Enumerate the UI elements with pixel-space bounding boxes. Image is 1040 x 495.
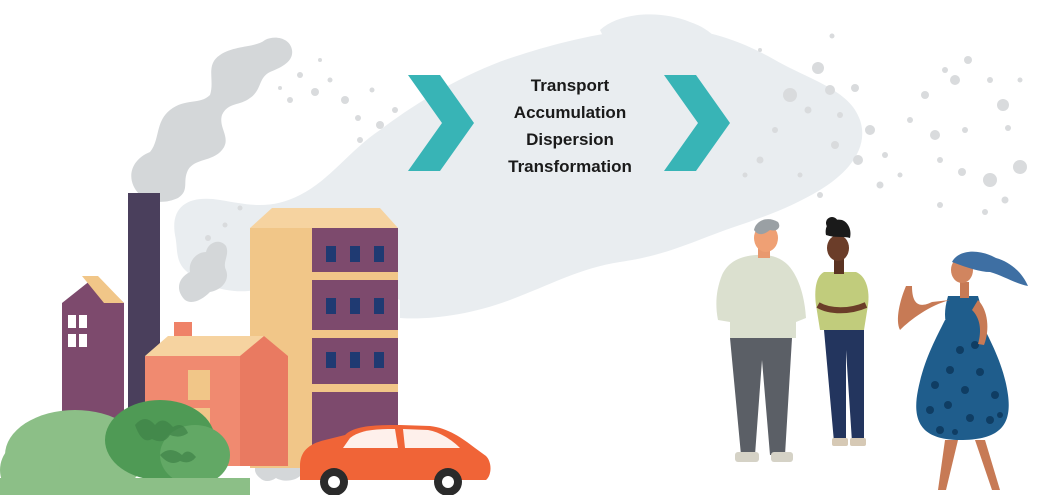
- woman-figure-olive: [815, 217, 869, 446]
- step-transport: Transport: [530, 76, 610, 95]
- purple-house: [62, 276, 124, 420]
- step-dispersion: Dispersion: [526, 130, 614, 149]
- car: [300, 425, 491, 495]
- process-steps-label: Transport Accumulation Dispersion Transf…: [470, 72, 670, 180]
- bushes: [0, 400, 250, 495]
- man-figure: [716, 219, 806, 462]
- chevron-right-icon: [408, 75, 474, 171]
- step-transformation: Transformation: [508, 157, 632, 176]
- particle-dots: [205, 33, 1027, 455]
- step-accumulation: Accumulation: [513, 103, 627, 122]
- process-arrows: [408, 75, 730, 171]
- chevron-right-icon: [664, 75, 730, 171]
- woman-figure-blue-dress: [897, 251, 1028, 490]
